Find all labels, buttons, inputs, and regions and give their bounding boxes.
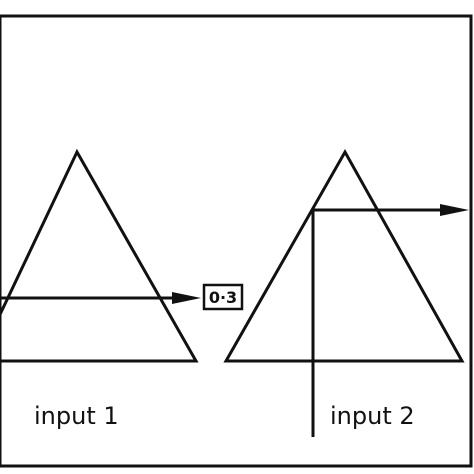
output-value-label: 0·3 <box>209 288 237 307</box>
input-1-label: input 1 <box>34 402 119 430</box>
membership-triangle-2 <box>223 148 465 363</box>
membership-triangle-1 <box>0 148 199 363</box>
arrowhead-1 <box>172 292 201 304</box>
diagram-frame <box>0 14 473 468</box>
output-value-box <box>202 283 244 311</box>
arrowhead-2 <box>440 204 469 216</box>
input-2-label: input 2 <box>330 402 415 430</box>
